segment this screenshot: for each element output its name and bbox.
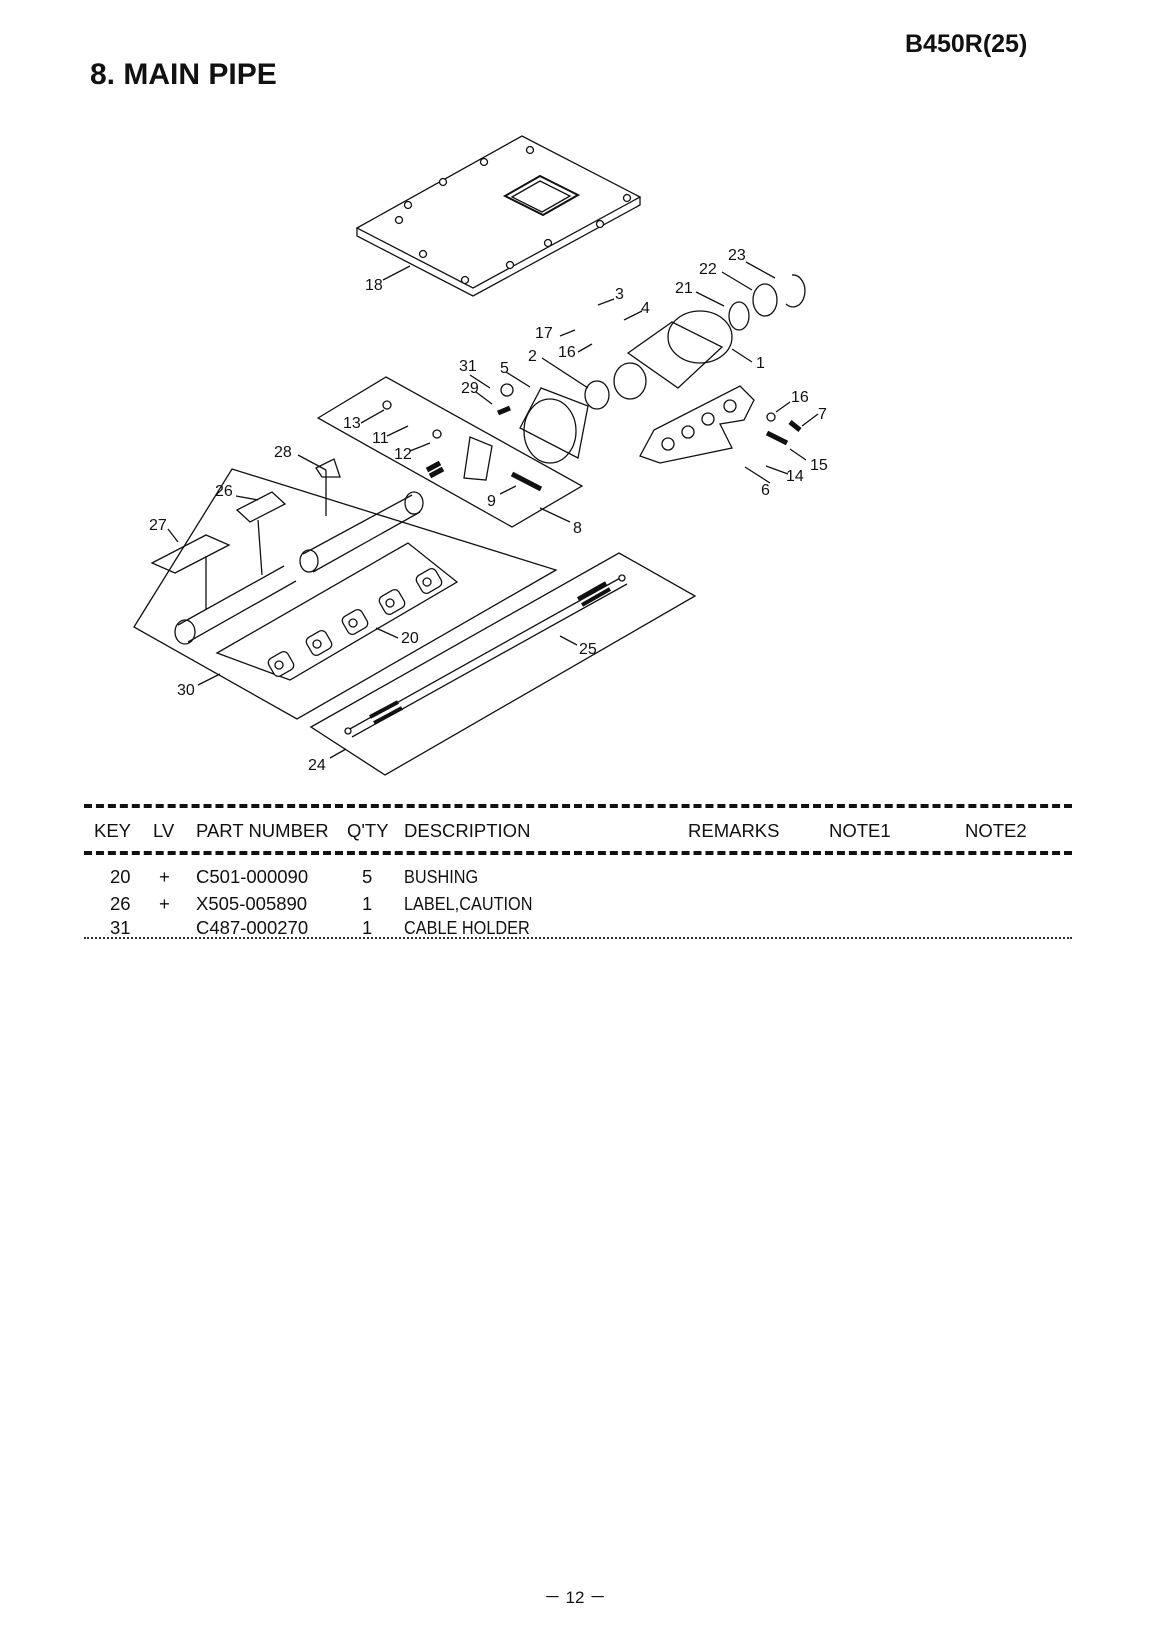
callout-16: 16 xyxy=(558,344,576,361)
model-code: B450R(25) xyxy=(905,30,1028,58)
callout-12: 12 xyxy=(394,446,412,463)
callout-16: 16 xyxy=(791,389,809,406)
callout-20: 20 xyxy=(401,630,419,647)
cell-description: LABEL,CAUTION xyxy=(404,893,533,914)
cell-description: CABLE HOLDER xyxy=(404,917,530,938)
callout-29: 29 xyxy=(461,380,479,397)
cell-description: BUSHING xyxy=(404,866,479,887)
table-row: 26 + X505-005890 1 LABEL,CAUTION xyxy=(0,893,1150,917)
table-bottom-rule xyxy=(84,937,1072,939)
cell-qty: 1 xyxy=(362,917,373,938)
callout-30: 30 xyxy=(177,682,195,699)
cell-key: 20 xyxy=(110,866,131,887)
callout-23: 23 xyxy=(728,247,746,264)
callout-15: 15 xyxy=(810,457,828,474)
section-title: 8. MAIN PIPE xyxy=(90,58,277,91)
callout-17: 17 xyxy=(535,325,553,342)
callout-26: 26 xyxy=(215,483,233,500)
callout-8: 8 xyxy=(573,520,582,537)
callout-25: 25 xyxy=(579,641,597,658)
table-top-rule xyxy=(84,804,1072,808)
cell-key: 26 xyxy=(110,893,131,914)
col-key: KEY xyxy=(94,820,132,841)
table-header: KEY LV PART NUMBER Q'TY DESCRIPTION REMA… xyxy=(0,820,1150,844)
callout-3: 3 xyxy=(615,286,624,303)
callout-13: 13 xyxy=(343,415,361,432)
callout-27: 27 xyxy=(149,517,167,534)
callout-28: 28 xyxy=(274,444,292,461)
cell-qty: 1 xyxy=(362,893,373,914)
callout-21: 21 xyxy=(675,280,693,297)
callout-7: 7 xyxy=(818,406,827,423)
cell-lv: + xyxy=(159,866,170,887)
col-qty: Q'TY xyxy=(347,820,389,841)
cell-part-number: X505-005890 xyxy=(196,893,308,914)
col-note2: NOTE2 xyxy=(965,820,1027,841)
cell-part-number: C501-000090 xyxy=(196,866,309,887)
callout-4: 4 xyxy=(641,300,650,317)
col-remarks: REMARKS xyxy=(688,820,780,841)
callout-5: 5 xyxy=(500,360,509,377)
table-header-rule xyxy=(84,851,1072,855)
callout-2: 2 xyxy=(528,348,537,365)
callout-11: 11 xyxy=(372,430,389,447)
page-number: － 12 － xyxy=(543,1588,607,1607)
table-row: 31 C487-000270 1 CABLE HOLDER xyxy=(0,917,1150,941)
cell-lv: + xyxy=(159,893,170,914)
table-row: 20 + C501-000090 5 BUSHING xyxy=(0,866,1150,890)
callout-9: 9 xyxy=(487,493,496,510)
callout-18: 18 xyxy=(365,277,383,294)
callout-14: 14 xyxy=(786,468,804,485)
cell-part-number: C487-000270 xyxy=(196,917,309,938)
callout-24: 24 xyxy=(308,757,326,774)
cell-key: 31 xyxy=(110,917,131,938)
callout-31: 31 xyxy=(459,358,477,375)
col-part-number: PART NUMBER xyxy=(196,820,329,841)
part-18-plate xyxy=(355,135,642,289)
callout-6: 6 xyxy=(761,482,770,499)
cell-qty: 5 xyxy=(362,866,373,887)
col-note1: NOTE1 xyxy=(829,820,891,841)
col-lv: LV xyxy=(153,820,175,841)
callout-22: 22 xyxy=(699,261,717,278)
callout-1: 1 xyxy=(756,355,765,372)
col-description: DESCRIPTION xyxy=(404,820,531,841)
